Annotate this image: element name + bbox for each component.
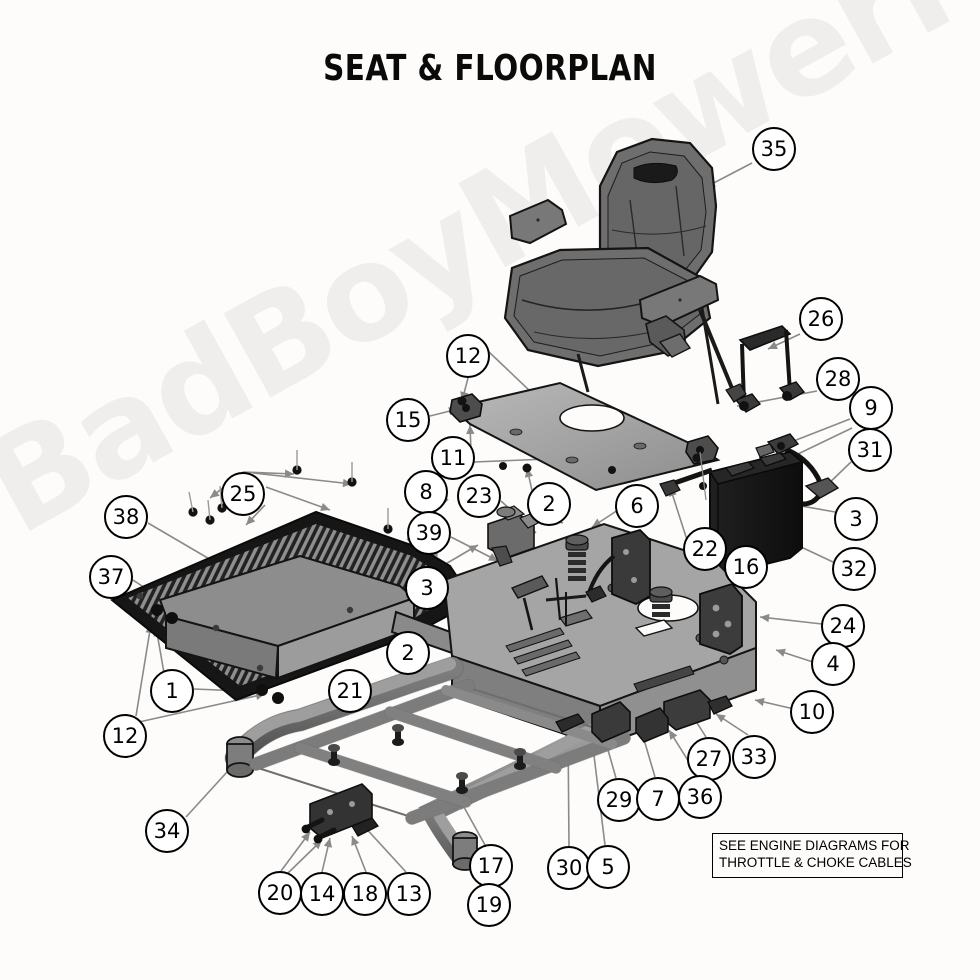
callout-36[interactable]: 36 <box>678 775 722 819</box>
callout-17[interactable]: 17 <box>469 844 513 888</box>
callout-31[interactable]: 31 <box>848 428 892 472</box>
leader-arrowhead <box>323 838 333 848</box>
battery <box>659 443 804 580</box>
callout-33[interactable]: 33 <box>732 735 776 779</box>
callout-14[interactable]: 14 <box>300 872 344 916</box>
callout-3[interactable]: 3 <box>834 497 878 541</box>
callout-39[interactable]: 39 <box>407 511 451 555</box>
callout-6[interactable]: 6 <box>615 484 659 528</box>
callout-26[interactable]: 26 <box>799 297 843 341</box>
callout-30[interactable]: 30 <box>547 846 591 890</box>
leader-arrowhead <box>466 425 475 435</box>
leader-arrowhead <box>488 553 498 561</box>
leader-line <box>265 486 331 511</box>
callout-22[interactable]: 22 <box>683 527 727 571</box>
leader-arrowhead <box>768 341 778 349</box>
callout-27[interactable]: 27 <box>687 737 731 781</box>
callout-21[interactable]: 21 <box>328 669 372 713</box>
callout-8[interactable]: 8 <box>404 470 448 514</box>
left-foot-plate <box>151 450 473 704</box>
leader-line <box>669 486 689 544</box>
callout-20[interactable]: 20 <box>258 871 302 915</box>
leader-line <box>252 472 353 485</box>
leader-arrowhead <box>210 489 220 498</box>
seat-mount-plate <box>449 381 721 492</box>
callout-16[interactable]: 16 <box>724 545 768 589</box>
leader-arrowhead <box>342 478 352 488</box>
leader-arrowhead <box>669 730 678 740</box>
callout-23[interactable]: 23 <box>457 474 501 518</box>
leader-arrowhead <box>351 836 360 846</box>
callout-9[interactable]: 9 <box>849 386 893 430</box>
note-line-1: SEE ENGINE DIAGRAMS FOR <box>719 838 910 853</box>
callout-19[interactable]: 19 <box>467 883 511 927</box>
callout-34[interactable]: 34 <box>145 809 189 853</box>
note-box: SEE ENGINE DIAGRAMS FOR THROTTLE & CHOKE… <box>712 833 912 878</box>
callout-13[interactable]: 13 <box>387 872 431 916</box>
callout-25[interactable]: 25 <box>221 472 265 516</box>
callout-38[interactable]: 38 <box>104 495 148 539</box>
leader-arrowhead <box>246 515 256 525</box>
callout-2[interactable]: 2 <box>386 631 430 675</box>
callout-18[interactable]: 18 <box>343 872 387 916</box>
callout-10[interactable]: 10 <box>790 690 834 734</box>
page-title: SEAT & FLOORPLAN <box>323 48 657 89</box>
callout-32[interactable]: 32 <box>832 547 876 591</box>
seat-adjust-linkage <box>725 325 840 507</box>
callout-4[interactable]: 4 <box>811 642 855 686</box>
note-line-2: THROTTLE & CHOKE CABLES <box>719 854 912 870</box>
leader-line <box>759 616 823 625</box>
callout-2[interactable]: 2 <box>527 482 571 526</box>
callout-1[interactable]: 1 <box>150 669 194 713</box>
leader-line <box>135 623 152 717</box>
callout-35[interactable]: 35 <box>752 127 796 171</box>
callout-11[interactable]: 11 <box>431 436 475 480</box>
leader-line <box>138 693 266 723</box>
callout-3[interactable]: 3 <box>405 566 449 610</box>
leader-arrowhead <box>468 545 478 554</box>
leader-arrowhead <box>301 832 310 842</box>
leader-arrowhead <box>284 469 294 478</box>
seat-assembly <box>503 137 738 405</box>
callout-7[interactable]: 7 <box>636 777 680 821</box>
callout-5[interactable]: 5 <box>586 845 630 889</box>
callout-24[interactable]: 24 <box>821 604 865 648</box>
callout-29[interactable]: 29 <box>597 778 641 822</box>
callout-12[interactable]: 12 <box>446 334 490 378</box>
callout-15[interactable]: 15 <box>386 398 430 442</box>
leader-line <box>785 418 851 445</box>
leader-line <box>361 823 407 873</box>
leader-arrowhead <box>716 714 726 723</box>
callout-37[interactable]: 37 <box>89 555 133 599</box>
callout-12[interactable]: 12 <box>103 714 147 758</box>
leader-arrowhead <box>320 503 330 511</box>
lower-tube-frame <box>224 656 669 871</box>
leader-arrowhead <box>776 648 786 657</box>
leader-arrowhead <box>760 613 770 623</box>
leader-arrowhead <box>755 697 765 707</box>
